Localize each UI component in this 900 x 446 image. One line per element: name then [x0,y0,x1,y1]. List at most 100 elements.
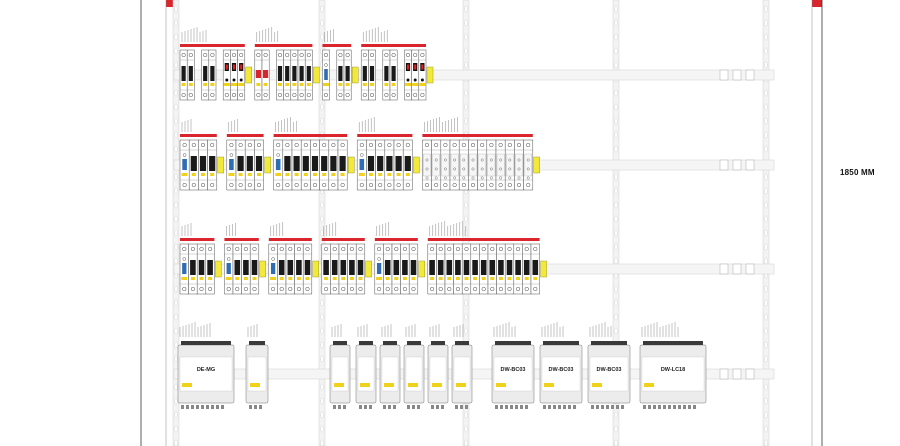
post-slot [174,383,178,391]
post-slot [614,33,618,41]
post-slot [764,439,768,446]
rcd-test-button [324,69,328,80]
toggle-lever [296,260,302,275]
screw-terminal [239,52,244,58]
post-slot [614,145,618,153]
din-module-rcd [179,139,190,191]
screw-terminal [188,52,193,58]
rating-tag [270,277,277,280]
din-module-mcb [427,243,437,295]
din-module-mcb [400,243,410,295]
screw-terminal [438,286,443,292]
post-slot [174,229,178,237]
screw-terminal [200,142,206,148]
screw-terminal [332,286,337,292]
post-slot [320,299,324,307]
screw-terminal [452,182,457,188]
module-body [237,49,246,101]
toggle-lever [190,156,197,171]
terminal-body [506,153,514,177]
din-module-mcb [383,243,393,295]
wire-connector [558,405,561,409]
wire-connector [515,405,518,409]
rcd-indicator [324,63,328,67]
wire-connector [553,405,556,409]
post-slot [320,33,324,41]
rcd-test-button [359,159,365,170]
screw-terminal [358,246,363,252]
toggle-lever [489,260,496,275]
screw-terminal [279,246,284,252]
din-module-mcb [294,243,304,295]
post-slot [614,103,618,111]
screw-terminal [322,142,327,148]
screw-terminal [306,92,311,98]
screw-terminal [238,142,243,148]
screw-terminal [332,246,337,252]
din-module-mcb [244,139,255,191]
post-slot [464,19,468,27]
rating-tag [369,173,373,176]
post-slot [174,257,178,265]
post-slot [614,47,618,55]
screw-terminal [481,286,486,292]
rail-end-clip [732,263,742,275]
rating-tag [181,173,188,176]
post-slot [764,425,768,433]
module-body [411,49,420,101]
toggle-lever [302,156,309,171]
wire-connector [393,405,396,409]
rating-tag [278,83,282,86]
din-module-mcb [347,243,357,295]
screw-terminal [430,246,435,252]
rating-tag [385,277,390,280]
rcd-test-button [182,159,187,170]
wire-connector [596,405,599,409]
din-module-mcb [276,49,284,101]
device-model-label: DW-BC03 [501,367,526,373]
mounting-post [172,0,180,446]
screw-terminal [498,286,503,292]
post-slot [764,215,768,223]
rating-tag [188,83,193,86]
post-slot [764,131,768,139]
toggle-lever [446,260,453,275]
post-slot [174,5,178,13]
screw-terminal [358,286,363,292]
rail-end-clip [719,368,729,380]
din-module-mcb [496,243,506,295]
rail-end-clip [745,159,755,171]
screw-terminal [247,182,252,188]
group-marker-strip [321,238,365,241]
device-face [247,356,267,392]
terminal-screw [471,176,475,180]
post-slot [614,439,618,446]
mounting-post [612,0,620,446]
display-knob [225,78,229,82]
screw-terminal [461,182,466,188]
screw-terminal [461,142,466,148]
rating-tag [341,277,346,280]
toggle-lever [369,66,375,81]
post-slot [320,229,324,237]
rcd-indicator [226,257,231,261]
terminal-screw [526,167,530,171]
toggle-lever [393,260,400,275]
wire-connector [591,405,594,409]
terminal-screw [453,167,456,171]
screw-terminal [438,246,443,252]
toggle-lever [391,66,396,81]
wire-connector [606,405,609,409]
screw-terminal [323,52,329,58]
rating-tag [430,277,435,280]
screw-terminal [306,52,311,58]
post-slot [464,61,468,69]
post-slot [464,89,468,97]
post-slot [764,33,768,41]
device-face [405,356,423,392]
screw-terminal [271,286,276,292]
screw-terminal [402,246,407,252]
post-slot [614,131,618,139]
wire-connector [500,405,503,409]
toggle-lever [367,156,375,171]
